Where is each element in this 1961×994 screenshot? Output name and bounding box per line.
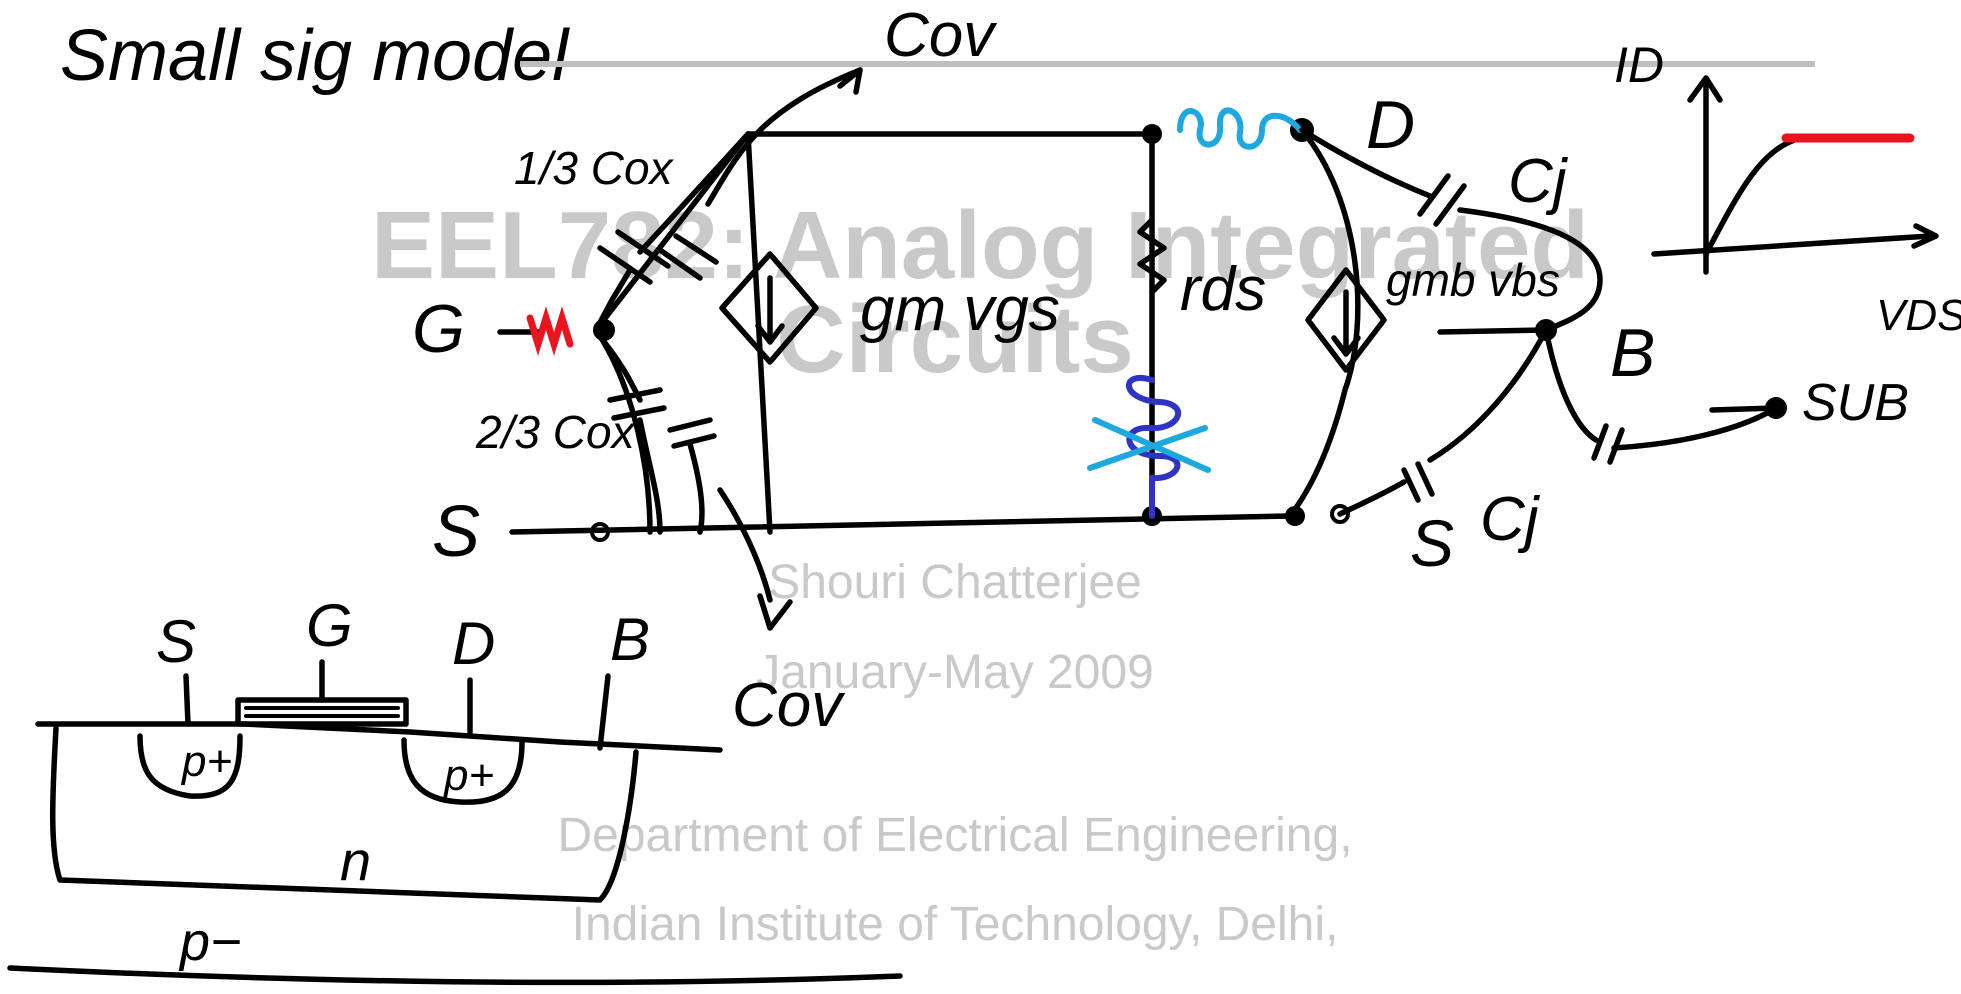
xs-source-label: S	[156, 608, 196, 675]
xs-substrate-label: p−	[178, 912, 242, 972]
pmos-cross-section	[7, 659, 903, 986]
gmb-current-source	[1305, 267, 1387, 373]
id-vds-plot	[1651, 75, 1939, 275]
slide-author: Shouri Chatterjee	[768, 556, 1142, 609]
gm-vgs-label: gm vgs	[860, 275, 1060, 344]
bulk-label: B	[1610, 315, 1655, 391]
xs-pplus-left-label: p+	[180, 737, 232, 786]
xs-nwell-label: n	[340, 829, 371, 892]
rds-label: rds	[1180, 255, 1266, 324]
xs-bulk-label: B	[610, 606, 650, 673]
gate-label: G	[412, 291, 465, 367]
cov-top-label: Cov	[884, 1, 997, 70]
junction-capacitors	[1299, 127, 1779, 517]
xs-gate-label: G	[306, 592, 353, 659]
slide-dept-line2: Indian Institute of Technology, Delhi,	[572, 898, 1339, 951]
notes-heading: Small sig model	[60, 16, 570, 96]
cyan-drain-coil	[1177, 107, 1303, 150]
cj-top-label: Cj	[1508, 147, 1569, 216]
cj-bottom-label: Cj	[1480, 485, 1541, 554]
slide-dept-line1: Department of Electrical Engineering,	[557, 809, 1352, 862]
drain-label: D	[1366, 87, 1415, 163]
red-gate-mark	[526, 306, 574, 356]
cgd-capacitors	[593, 131, 751, 333]
gm-current-source	[719, 251, 819, 365]
xs-pplus-right-label: p+	[442, 751, 494, 800]
slide-title: EEL782: Analog Integrated	[371, 192, 1589, 299]
sub-label: SUB	[1802, 374, 1909, 432]
cgs-capacitors	[593, 329, 717, 535]
blue-inductor-scribble	[1125, 375, 1182, 519]
id-axis-label: ID	[1614, 37, 1664, 93]
cov-bottom-label: Cov	[732, 671, 845, 740]
cox-third-label: 1/3 Cox	[514, 142, 675, 194]
gmb-vbs-label: gmb vbs	[1386, 254, 1560, 306]
cyan-cross-mark	[1087, 417, 1211, 473]
slide-date: January-May 2009	[756, 646, 1154, 699]
slide-title-line2: Circuits	[776, 286, 1133, 393]
rds-resistor	[1137, 217, 1167, 295]
source-left-label: S	[432, 492, 480, 572]
source-right-label: S	[1410, 506, 1454, 580]
xs-drain-label: D	[452, 610, 495, 677]
circuit-wires	[497, 67, 1361, 631]
cox-two-third-label: 2/3 Cox	[475, 406, 637, 458]
vds-axis-label: VDS	[1876, 291, 1961, 340]
